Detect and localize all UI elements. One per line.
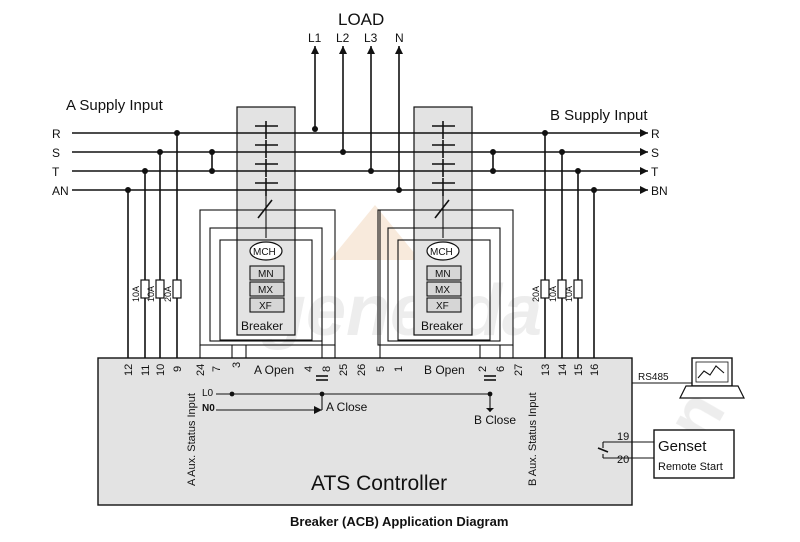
breaker-a-coils <box>249 241 285 313</box>
breaker-a-control-wiring <box>199 209 381 392</box>
terminal-24: 24 <box>195 364 207 376</box>
terminal-16: 16 <box>589 364 601 376</box>
b-aux-status-label: B Aux. Status Input <box>527 392 539 486</box>
load-lines <box>311 46 403 193</box>
load-line-l3: L3 <box>364 31 378 45</box>
fuse-b-2-rating: 10A <box>548 286 558 302</box>
ats-controller-body <box>97 357 633 506</box>
b-side-sensing-wires <box>490 130 597 358</box>
supply-a-phase-s: S <box>52 146 60 160</box>
b-close-label: B Close <box>474 413 516 427</box>
n0-label: N0 <box>202 403 215 414</box>
supply-buses <box>72 129 648 194</box>
terminal-1: 1 <box>393 366 405 372</box>
terminal-26: 26 <box>356 364 368 376</box>
breaker-b-coil-mch: MCH <box>430 247 453 258</box>
load-line-n: N <box>395 31 404 45</box>
fuse-a-1-rating: 10A <box>131 286 141 302</box>
load-line-l1: L1 <box>308 31 322 45</box>
supply-a-title: A Supply Input <box>66 97 164 114</box>
terminal-13: 13 <box>540 364 552 376</box>
laptop-icon <box>632 357 745 399</box>
terminal-27: 27 <box>513 364 525 376</box>
terminal-6: 6 <box>495 366 507 372</box>
svg-text:generda: generda <box>261 271 542 351</box>
supply-b-phase-s: S <box>651 146 659 160</box>
terminal-8: 8 <box>321 366 333 372</box>
terminal-10: 10 <box>155 364 167 376</box>
terminal-12: 12 <box>123 364 135 376</box>
supply-a-phase-an: AN <box>52 184 69 198</box>
terminal-15: 15 <box>573 364 585 376</box>
genset-subtitle: Remote Start <box>658 461 723 473</box>
breaker-b-coil-mn: MN <box>435 269 451 280</box>
breaker-b-contacts <box>432 121 455 238</box>
supply-a-phase-r: R <box>52 127 61 141</box>
breaker-a-label: Breaker <box>241 319 283 333</box>
fuse-a-3-rating: 20A <box>163 286 173 302</box>
breaker-a-coil-xf: XF <box>259 301 272 312</box>
terminal-4: 4 <box>303 366 315 372</box>
terminal-2: 2 <box>477 366 489 372</box>
breaker-b-coil-mx: MX <box>435 285 450 296</box>
common-lines <box>216 375 496 414</box>
genset-title: Genset <box>658 438 707 455</box>
breaker-a-coil-mx: MX <box>258 285 273 296</box>
a-side-fuses <box>140 279 182 299</box>
diagram-caption: Breaker (ACB) Application Diagram <box>290 514 508 529</box>
terminal-20: 20 <box>617 454 629 466</box>
terminal-14: 14 <box>557 364 569 376</box>
a-side-sensing-wires <box>125 130 215 358</box>
breaker-a-contacts <box>255 121 278 238</box>
b-open-label: B Open <box>424 363 465 377</box>
breaker-b-coils <box>426 241 462 313</box>
breaker-b-label: Breaker <box>421 319 463 333</box>
terminal-7: 7 <box>211 366 223 372</box>
ats-controller-title: ATS Controller <box>311 472 447 495</box>
a-aux-status-label: A Aux. Status Input <box>186 393 198 486</box>
breaker-b-coil-xf: XF <box>436 301 449 312</box>
a-close-label: A Close <box>326 400 368 414</box>
supply-b-phase-t: T <box>651 165 659 179</box>
b-side-fuses <box>540 279 583 299</box>
fuse-a-2-rating: 10A <box>146 286 156 302</box>
terminal-11: 11 <box>140 365 152 376</box>
supply-a-phase-t: T <box>52 165 60 179</box>
rs485-label: RS485 <box>638 372 669 383</box>
terminal-19: 19 <box>617 431 629 443</box>
breaker-a-coil-mch: MCH <box>253 247 276 258</box>
terminal-9: 9 <box>172 366 184 372</box>
l0-label: L0 <box>202 388 214 399</box>
fuse-b-3-rating: 10A <box>564 286 574 302</box>
a-open-label: A Open <box>254 363 294 377</box>
genset-wiring <box>597 441 654 459</box>
fuse-b-1-rating: 20A <box>531 286 541 302</box>
terminal-3: 3 <box>231 362 243 368</box>
genset-box <box>653 429 735 479</box>
load-title: LOAD <box>338 10 384 29</box>
supply-b-phase-r: R <box>651 127 660 141</box>
terminal-25: 25 <box>338 364 350 376</box>
breaker-a-coil-mn: MN <box>258 269 274 280</box>
load-line-l2: L2 <box>336 31 350 45</box>
terminal-5: 5 <box>375 366 387 372</box>
supply-b-title: B Supply Input <box>550 107 648 124</box>
supply-b-phase-bn: BN <box>651 184 668 198</box>
